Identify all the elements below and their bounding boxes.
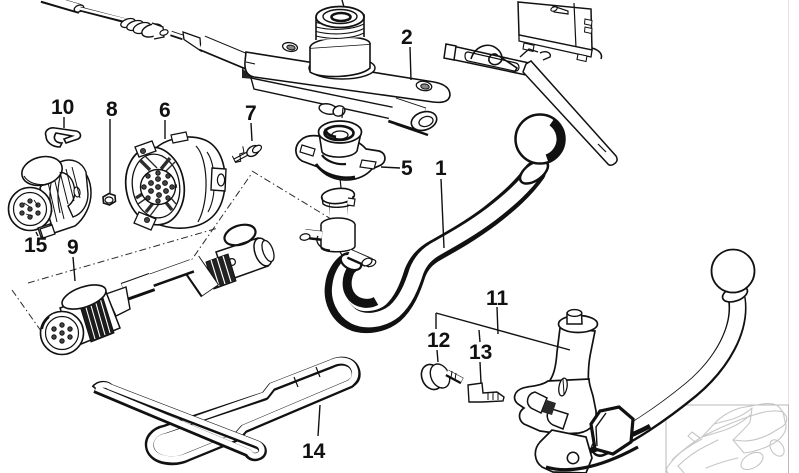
svg-text:5: 5 (401, 157, 413, 180)
svg-text:9: 9 (67, 236, 79, 259)
svg-text:8: 8 (106, 98, 118, 121)
svg-text:6: 6 (159, 99, 171, 122)
svg-text:15: 15 (24, 234, 48, 257)
svg-text:11: 11 (486, 287, 509, 310)
svg-text:13: 13 (469, 341, 492, 364)
svg-text:12: 12 (427, 329, 450, 352)
svg-text:10: 10 (51, 96, 74, 119)
svg-text:1: 1 (435, 157, 447, 180)
svg-text:7: 7 (245, 102, 257, 125)
svg-text:2: 2 (401, 26, 413, 49)
svg-text:14: 14 (302, 440, 326, 463)
